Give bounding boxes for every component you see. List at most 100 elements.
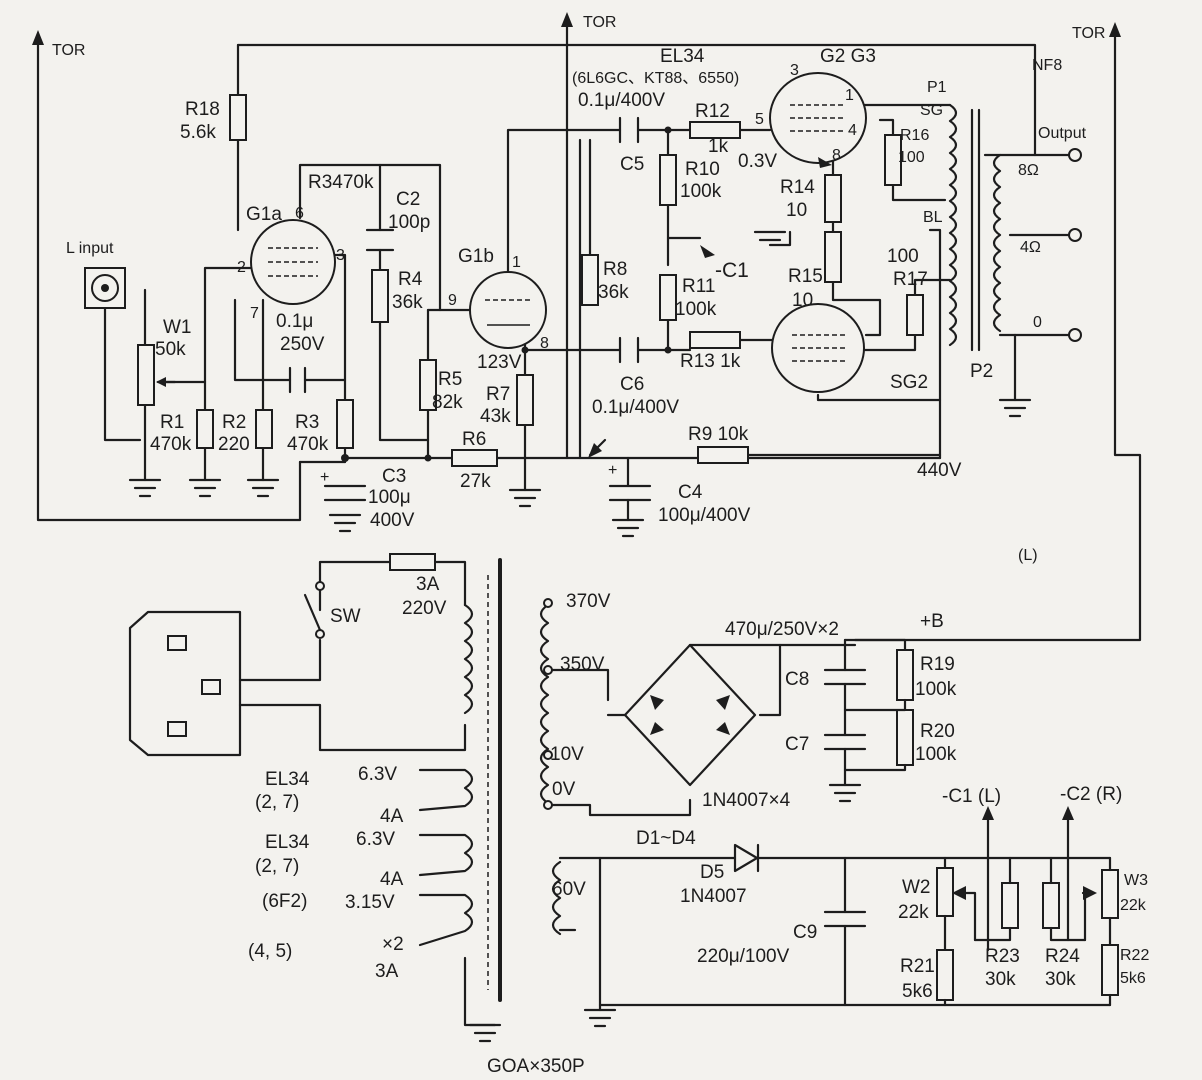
junction-dots — [341, 126, 672, 462]
c2-label: C2 — [396, 189, 420, 210]
primary-coil — [463, 603, 474, 715]
plusb-label: +B — [920, 611, 944, 632]
pin1b-label: 1 — [512, 254, 521, 271]
h3a-label: 3A — [375, 961, 399, 982]
r22-label: R22 — [1120, 947, 1149, 964]
tor-left-label: TOR — [52, 42, 85, 59]
r5-value: 82k — [432, 392, 463, 413]
pin2-label: 2 — [237, 259, 246, 276]
c8c7-label: 470μ/250V×2 — [725, 619, 839, 640]
bias-network — [936, 806, 1119, 1007]
r2-label: R2 — [222, 412, 246, 433]
r23-value: 30k — [985, 969, 1016, 990]
tor-right-label: TOR — [1072, 25, 1105, 42]
el34a-pins: (2, 7) — [255, 792, 299, 813]
h63b-label: 6.3V — [356, 829, 395, 850]
channel-label: (L) — [1018, 547, 1038, 564]
v10-label: 10V — [550, 744, 584, 765]
r3470k-label: R3470k — [308, 172, 374, 193]
f6f2-label: (6F2) — [262, 891, 307, 912]
c9-label: C9 — [793, 922, 817, 943]
c5-label: C5 — [620, 154, 644, 175]
bridge-rectifier — [606, 643, 857, 787]
pin3a-label: 3 — [336, 247, 345, 264]
w1-arrow — [156, 377, 166, 387]
w3-label: W3 — [1124, 872, 1148, 889]
output-label: Output — [1038, 125, 1087, 142]
d5-value: 1N4007 — [680, 886, 747, 907]
hv-secondary — [539, 598, 1112, 1028]
out-0: 0 — [1033, 314, 1042, 331]
c2r-label: -C2 (R) — [1060, 784, 1122, 805]
p45-label: (4, 5) — [248, 941, 292, 962]
amp-wiring — [36, 18, 1142, 642]
r17-label: R17 — [893, 269, 928, 290]
r12-value: 1k — [708, 136, 729, 157]
c1neg-label: -C1 — [715, 259, 749, 282]
c4-plus: + — [608, 462, 617, 479]
c9-cap — [823, 856, 867, 1007]
c3-volt: 400V — [370, 510, 415, 531]
r16-value: 100 — [898, 149, 925, 166]
c4-label: C4 — [678, 482, 703, 503]
out-8ohm: 8Ω — [1018, 162, 1039, 179]
r4-label: R4 — [398, 269, 423, 290]
pin8-label: 8 — [832, 147, 841, 164]
c9-value: 220μ/100V — [697, 946, 790, 967]
h4b-label: 4A — [380, 869, 404, 890]
pin3-label: 3 — [790, 62, 799, 79]
tor-mid-label: TOR — [583, 14, 616, 31]
r14-value: 10 — [786, 200, 807, 221]
r15-value: 10 — [792, 290, 813, 311]
bl-label: BL — [923, 209, 943, 226]
tube-g1a — [250, 219, 336, 305]
transformer-label: GOA×350P — [487, 1056, 585, 1077]
h315-label: 3.15V — [345, 892, 395, 913]
r15-label: R15 — [788, 266, 823, 287]
r6-value: 27k — [460, 471, 491, 492]
g2g3-label: G2 G3 — [820, 46, 876, 67]
c5-value: 0.1μ/400V — [578, 90, 665, 111]
amp-grounds — [128, 230, 1032, 538]
pin1-label: 1 — [845, 87, 854, 104]
c01-volt: 250V — [280, 334, 325, 355]
v60-label: 60V — [552, 879, 586, 900]
r13-label: R13 1k — [680, 351, 741, 372]
output-transformer — [928, 103, 1082, 402]
r12-label: R12 — [695, 101, 730, 122]
pin4-label: 4 — [848, 122, 857, 139]
w1-value: 50k — [155, 339, 186, 360]
tube-g1b — [469, 271, 547, 349]
c3-label: C3 — [382, 466, 406, 487]
sg-label: SG — [920, 102, 943, 119]
pin5-label: 5 — [755, 111, 764, 128]
c3-plus: + — [320, 469, 329, 486]
w2-value: 22k — [898, 902, 929, 923]
el34-alt-label: (6L6GC、KT88、6550) — [572, 70, 739, 87]
r14-label: R14 — [780, 177, 815, 198]
g1b-label: G1b — [458, 246, 494, 267]
pin7-label: 7 — [250, 305, 259, 322]
c01-label: 0.1μ — [276, 311, 313, 332]
input-jack — [84, 267, 126, 309]
r18-value: 5.6k — [180, 122, 216, 143]
sg2-label: SG2 — [890, 372, 928, 393]
r11-label: R11 — [682, 276, 715, 297]
w2-label: W2 — [902, 877, 931, 898]
pin6-label: 6 — [295, 205, 304, 222]
v350-label: 350V — [560, 654, 605, 675]
el34a-label: EL34 — [265, 769, 310, 790]
d1d4-label: D1~D4 — [636, 828, 696, 849]
r20-label: R20 — [920, 721, 955, 742]
r10-label: R10 — [685, 159, 720, 180]
w1-label: W1 — [163, 317, 192, 338]
r8-label: R8 — [603, 259, 627, 280]
r9-label: R9 10k — [688, 424, 749, 445]
r10-value: 100k — [680, 181, 722, 202]
r1-value: 470k — [150, 434, 192, 455]
d5-label: D5 — [700, 862, 724, 883]
el34-label: EL34 — [660, 46, 705, 67]
r6-label: R6 — [462, 429, 486, 450]
r24-label: R24 — [1045, 946, 1080, 967]
